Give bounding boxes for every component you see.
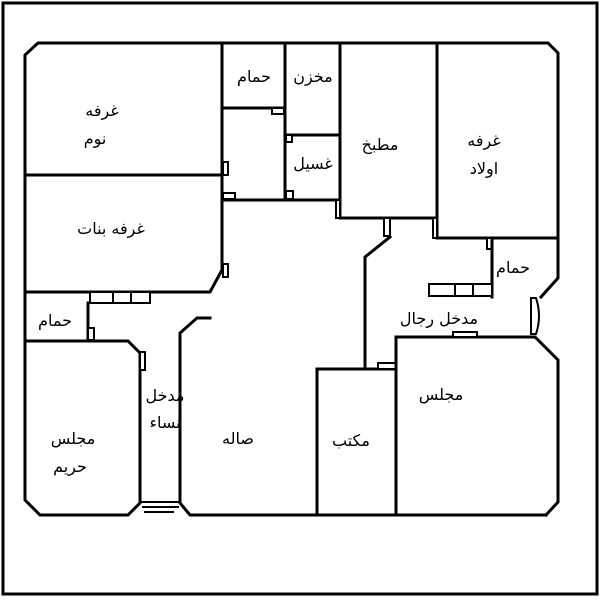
door-kitchen-left — [335, 199, 341, 219]
label-girls-room: غرفه بنات — [77, 219, 145, 239]
door-laundry — [285, 190, 294, 200]
label-bath-top: حمام — [237, 67, 271, 86]
label-storage: مخزن — [293, 67, 332, 87]
door-office — [377, 362, 397, 370]
label-bedroom-2: نوم — [84, 129, 107, 149]
label-hall: صاله — [222, 429, 254, 448]
label-kids-room-2: اولاد — [470, 159, 498, 179]
wall-office — [315, 367, 398, 517]
door-bath-top — [271, 107, 285, 115]
label-women-entrance-2: نساء — [149, 413, 180, 432]
door-men-entrance — [530, 297, 540, 335]
door-kids — [432, 217, 438, 239]
door-harem — [139, 351, 146, 371]
label-bath-right: حمام — [496, 258, 530, 277]
building-outline-top — [23, 41, 560, 300]
door-kitchen — [383, 217, 391, 237]
window-bath-right — [428, 283, 493, 297]
label-bedroom: غرفه — [85, 101, 118, 121]
window-girls-room — [89, 291, 151, 304]
wall-girls-room — [23, 41, 224, 294]
label-office: مكتب — [332, 431, 370, 450]
label-majlis: مجلس — [419, 385, 464, 405]
label-laundry: غسيل — [293, 154, 333, 173]
wall-harem-majlis — [23, 290, 142, 517]
door-bedroom — [222, 161, 229, 176]
door-bath-left — [87, 327, 95, 341]
door-storage — [285, 134, 293, 143]
label-harem-majlis: مجلس — [51, 429, 96, 449]
wall-hall-right — [363, 234, 393, 371]
label-men-entrance: مدخل رجال — [400, 309, 478, 329]
wall-kitchen — [338, 41, 439, 220]
wall-hall-left — [178, 316, 548, 517]
label-bath-left: حمام — [38, 311, 72, 330]
label-harem-majlis-2: حريم — [53, 457, 87, 477]
door-girls-room — [222, 263, 229, 278]
label-kids-room: غرفه — [467, 131, 500, 151]
door-majlis — [452, 331, 478, 338]
label-women-entrance: مدخل — [146, 386, 185, 405]
entrance-steps-women — [141, 501, 181, 513]
wall-majlis — [394, 335, 560, 518]
label-kitchen: مطبخ — [362, 135, 399, 155]
door-corridor — [222, 192, 236, 200]
